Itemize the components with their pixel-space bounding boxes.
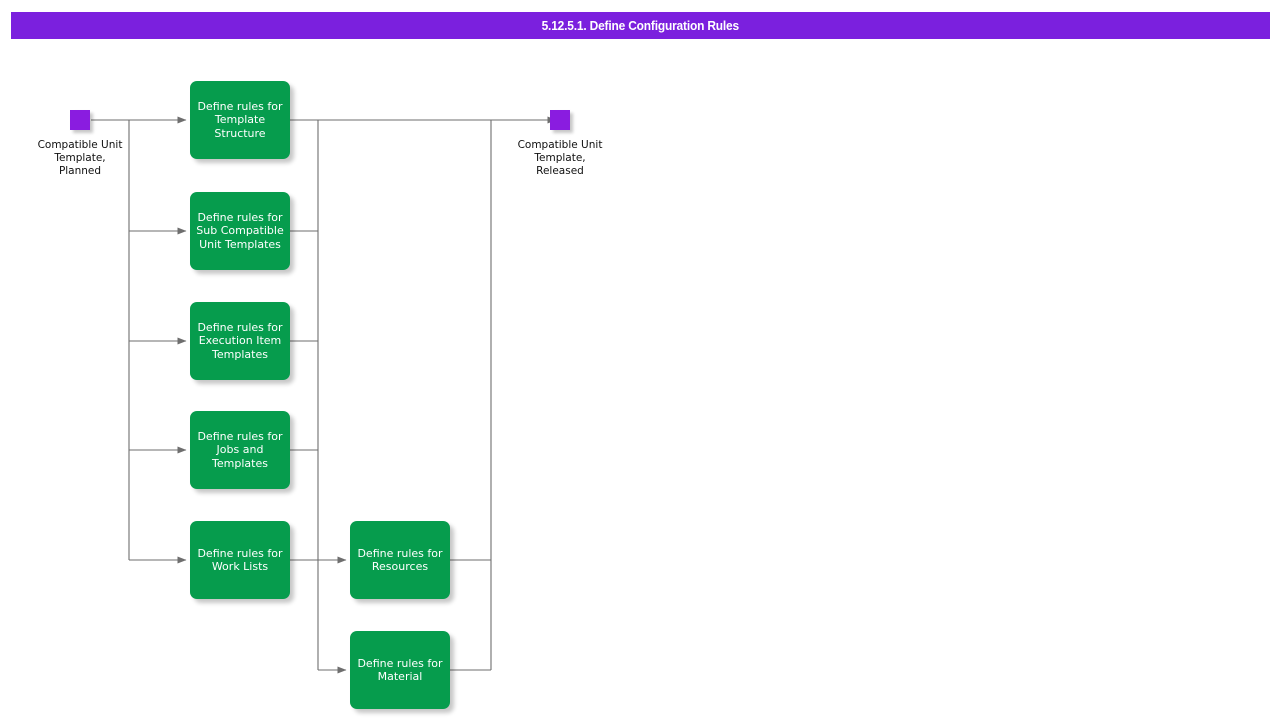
process-label-work-lists: Define rules for Work Lists: [197, 546, 283, 574]
process-node-resources[interactable]: Define rules for Resources: [350, 521, 450, 599]
event-node-end[interactable]: Compatible Unit Template, Released: [510, 110, 610, 178]
process-node-jobs-and-templates[interactable]: Define rules for Jobs and Templates: [190, 411, 290, 489]
process-label-material: Define rules for Material: [357, 656, 443, 684]
process-label-sub-compatible-unit-templates: Define rules for Sub Compatible Unit Tem…: [196, 210, 284, 251]
event-label-end: Compatible Unit Template, Released: [517, 139, 603, 177]
process-label-template-structure: Define rules for Template Structure: [197, 99, 283, 140]
event-square-icon: [550, 110, 570, 130]
process-node-material[interactable]: Define rules for Material: [350, 631, 450, 709]
event-node-start[interactable]: Compatible Unit Template, Planned: [30, 110, 130, 178]
process-label-jobs-and-templates: Define rules for Jobs and Templates: [197, 429, 283, 470]
process-label-execution-item-templates: Define rules for Execution Item Template…: [197, 320, 283, 361]
window-title-bar: 5.12.5.1. Define Configuration Rules: [11, 12, 1270, 39]
page-title: 5.12.5.1. Define Configuration Rules: [541, 18, 740, 33]
process-node-template-structure[interactable]: Define rules for Template Structure: [190, 81, 290, 159]
event-label-start: Compatible Unit Template, Planned: [37, 139, 123, 177]
process-node-execution-item-templates[interactable]: Define rules for Execution Item Template…: [190, 302, 290, 380]
event-square-icon: [70, 110, 90, 130]
process-node-sub-compatible-unit-templates[interactable]: Define rules for Sub Compatible Unit Tem…: [190, 192, 290, 270]
process-node-work-lists[interactable]: Define rules for Work Lists: [190, 521, 290, 599]
process-label-resources: Define rules for Resources: [357, 546, 443, 574]
